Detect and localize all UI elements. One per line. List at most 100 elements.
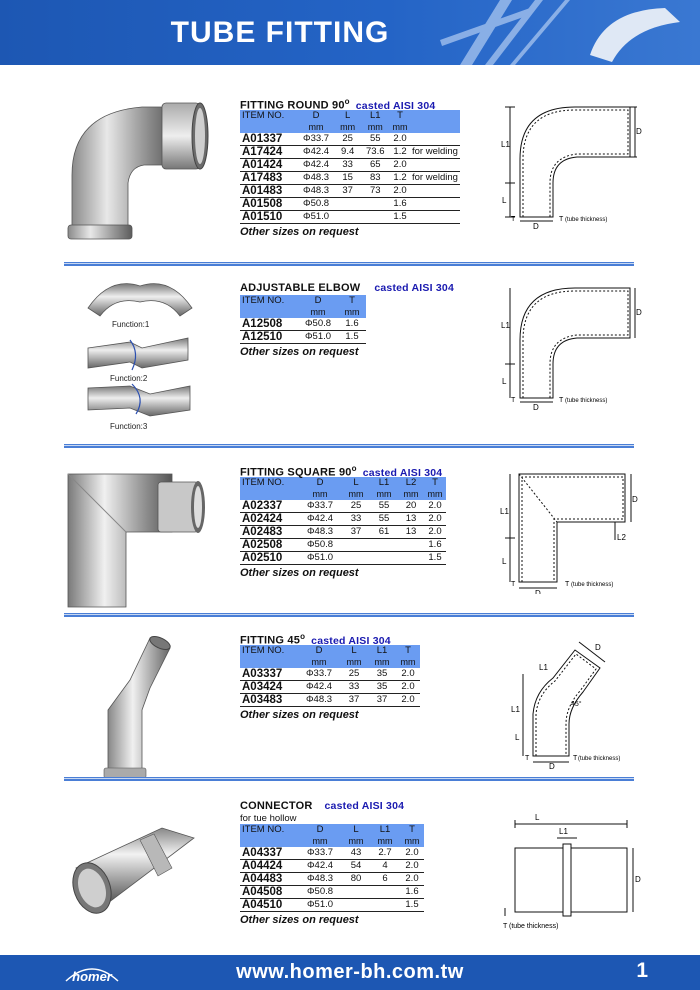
spec-cell: 2.0 bbox=[400, 847, 424, 860]
spec-cell bbox=[410, 133, 460, 146]
svg-text:T: T bbox=[511, 581, 516, 588]
page-footer: homer www.homer-bh.com.tw 1 bbox=[0, 955, 700, 990]
item-number: A01337 bbox=[240, 133, 298, 146]
spec-cell: 73.6 bbox=[360, 145, 391, 159]
spec-cell: 35 bbox=[368, 668, 396, 681]
svg-text:L1: L1 bbox=[501, 140, 510, 149]
square-elbow-photo bbox=[67, 473, 205, 608]
spec-cell: Φ33.7 bbox=[298, 500, 342, 513]
svg-text:L: L bbox=[515, 733, 520, 742]
spec-cell: Φ48.3 bbox=[298, 693, 340, 707]
square-90-diagram: L1 L D L2 D T T (tube thickness) bbox=[500, 473, 638, 594]
svg-text:D: D bbox=[533, 222, 539, 229]
unit-cell: mm bbox=[390, 122, 410, 133]
unit-cell: mm bbox=[342, 836, 370, 847]
connector-diagram: L L1 D T (tube thickness) bbox=[503, 813, 641, 930]
spec-cell: 1.6 bbox=[400, 885, 424, 899]
svg-text:D: D bbox=[636, 127, 642, 136]
column-header: D bbox=[298, 824, 342, 836]
spec-cell bbox=[342, 551, 370, 565]
spec-cell: 4 bbox=[370, 859, 400, 873]
spec-cell: 61 bbox=[370, 525, 398, 539]
item-number: A02508 bbox=[240, 538, 298, 552]
website-link[interactable]: www.homer-bh.com.tw bbox=[236, 961, 464, 983]
spec-cell: Φ48.3 bbox=[298, 525, 342, 539]
item-number: A04510 bbox=[240, 898, 298, 912]
function-3-label: Function:3 bbox=[110, 422, 148, 431]
spec-cell: 25 bbox=[340, 668, 368, 681]
item-number: A03483 bbox=[240, 693, 298, 707]
spec-cell: 33 bbox=[340, 680, 368, 694]
item-number: A02483 bbox=[240, 525, 298, 539]
spec-cell: Φ42.4 bbox=[298, 512, 342, 526]
unit-cell: mm bbox=[360, 122, 391, 133]
spec-cell: Φ42.4 bbox=[297, 145, 335, 159]
unit-cell bbox=[410, 122, 460, 133]
spec-cell: Φ48.3 bbox=[297, 171, 335, 185]
spec-cell: 1.5 bbox=[390, 210, 410, 224]
spec-cell: 2.0 bbox=[396, 693, 420, 707]
svg-text:D: D bbox=[636, 308, 642, 317]
spec-cell: 83 bbox=[360, 171, 391, 185]
unit-cell bbox=[240, 657, 298, 668]
spec-cell: 2.0 bbox=[390, 184, 410, 198]
spec-cell bbox=[398, 551, 424, 565]
column-header: L bbox=[342, 824, 370, 836]
note-text: Other sizes on request bbox=[240, 346, 359, 358]
spec-cell: 55 bbox=[370, 500, 398, 513]
spec-cell: Φ51.0 bbox=[297, 210, 335, 224]
spec-cell bbox=[360, 210, 391, 224]
unit-cell: mm bbox=[368, 657, 396, 668]
unit-cell: mm bbox=[340, 657, 368, 668]
material-label: casted AISI 304 bbox=[362, 466, 443, 479]
spec-cell: 1.2 bbox=[390, 145, 410, 159]
spec-cell: Φ33.7 bbox=[298, 847, 342, 860]
spec-cell: Φ50.8 bbox=[298, 538, 342, 552]
spec-cell bbox=[342, 538, 370, 552]
spec-cell bbox=[370, 885, 400, 899]
spec-cell: 37 bbox=[334, 184, 361, 198]
spec-cell bbox=[342, 885, 370, 899]
svg-text:T: T bbox=[559, 216, 564, 223]
spec-cell: 1.6 bbox=[338, 318, 366, 331]
column-header: T bbox=[390, 110, 410, 122]
page-number: 1 bbox=[636, 959, 648, 982]
section-divider bbox=[64, 444, 634, 448]
unit-cell: mm bbox=[396, 657, 420, 668]
item-number: A12510 bbox=[240, 330, 298, 344]
svg-text:T: T bbox=[559, 397, 564, 404]
item-number: A04424 bbox=[240, 859, 298, 873]
spec-cell bbox=[410, 158, 460, 172]
svg-text:L: L bbox=[502, 377, 507, 386]
column-header: ITEM NO. bbox=[240, 824, 298, 836]
unit-cell: mm bbox=[298, 657, 340, 668]
spec-cell bbox=[334, 197, 361, 211]
item-number: A02337 bbox=[240, 500, 298, 513]
svg-text:D: D bbox=[549, 762, 555, 769]
spec-cell: for welding bbox=[410, 145, 460, 159]
